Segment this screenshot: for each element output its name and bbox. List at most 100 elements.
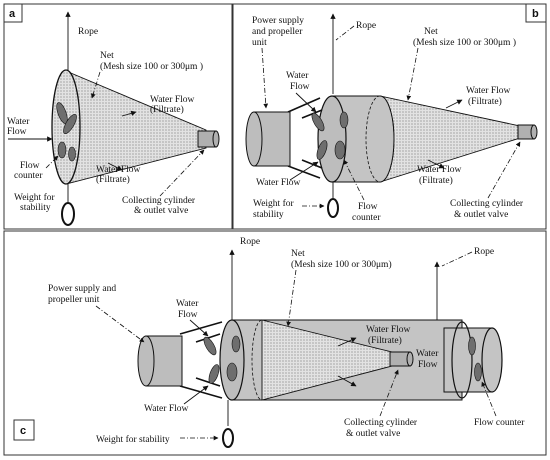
water-flow-top-label-2: Flow [178,310,198,320]
collecting-leader [159,149,205,197]
net-label: Net [100,51,114,61]
cylinder-back-ring [365,95,395,183]
panel-b-tag: b [532,8,539,20]
water-flow-top-arrow [295,92,317,113]
weight-label-2: stability [253,210,284,220]
rope-leader [335,25,355,41]
water-flow-top-label-2: Flow [290,82,310,92]
filtrate-top-arrow [337,337,357,347]
collecting-label: Collecting cylinder [344,418,418,428]
water-flow-right-label-2: Flow [418,360,438,370]
filtrate-bottom-label: Water Flow [417,165,461,175]
panel-a: a Rope Net (Mesh size 100 or 300μm ) Wat… [3,3,233,230]
water-flow-right-label: Water [416,349,439,359]
filtrate-top-arrow [445,99,463,109]
power-unit-label-2: and propeller [252,27,303,37]
collecting-cylinder-cap [406,351,414,367]
power-unit-label-2: propeller unit [48,295,100,305]
net-mesh-label: (Mesh size 100 or 300μm ) [100,61,203,72]
filtrate-top-label: Water Flow [466,86,510,96]
rope-label: Rope [78,27,98,37]
panel-a-tag-box [3,3,23,23]
net-leader [286,269,297,327]
power-unit-label: Power supply [252,16,304,26]
weight-icon [327,198,339,218]
power-unit-label: Power supply and [48,284,116,294]
filtrate-bottom-arrow [427,159,445,169]
weight-label: Weight for [14,192,55,203]
rear-cylinder-ring [451,321,473,399]
collecting-leader [379,369,399,417]
panel-a-tag: a [9,8,16,20]
weight-label: Weight for stability [96,434,170,445]
power-unit-leader [95,305,145,343]
rope-right-leader [441,251,473,267]
filtrate-bottom-label: Water Flow [96,165,140,175]
panel-b: b Rope P [232,3,547,230]
weight-icon [222,428,234,448]
frame-struts [287,97,323,179]
panel-b-tag-box [525,3,547,23]
filtrate-top-arrow [121,110,137,117]
panel-c: c Rope Rope [3,230,547,456]
net-label: Net [424,27,438,37]
main-cylinder-front [219,319,245,401]
filtrate-top-label-2: (Filtrate) [150,104,184,115]
flow-counter-label: Flow [358,202,378,212]
flow-counter-leader [481,381,497,417]
water-flow-bottom-label: Water Flow [144,404,188,414]
propeller-icon [56,102,77,162]
collecting-cylinder-cap [530,124,538,140]
water-flow-in-label-2: Flow [7,127,27,137]
flow-counter-leader [45,155,59,169]
water-flow-bottom-arrow [183,385,209,405]
net-leader [406,47,419,101]
water-flow-bottom-arrow [289,161,319,181]
flow-counter-label-2: counter [352,213,381,223]
filtrate-label: Water Flow [366,325,410,335]
collecting-label-2: & outlet valve [346,429,400,439]
collecting-label: Collecting cylinder [122,196,196,206]
water-flow-bottom-label: Water Flow [256,178,300,188]
filtrate-bottom-arrow [337,375,357,387]
flow-counter-label: Flow counter [474,418,525,428]
water-flow-top-arrow [189,319,209,337]
flow-counter-label: Flow [20,161,40,171]
filtrate-bottom-label-2: (Filtrate) [419,175,453,186]
flow-counter-icon [468,336,482,382]
weight-icon [61,202,75,226]
power-unit-label-3: unit [252,38,267,48]
collecting-label: Collecting cylinder [450,199,524,209]
water-flow-in-label: Water [7,117,30,127]
collecting-label-2: & outlet valve [454,210,508,220]
net-label: Net [291,249,305,259]
filtrate-bottom-arrow [107,162,123,171]
propeller-icon [203,335,241,384]
filtrate-bottom-label-2: (Filtrate) [96,174,130,185]
panel-c-tag: c [20,425,26,437]
collecting-leader [487,141,521,199]
net-mesh-label: (Mesh size 100 or 300μm) [291,259,392,270]
filtrate-top-label-2: (Filtrate) [468,96,502,107]
filtrate-top-label: Water Flow [150,95,194,105]
panel-c-tag-box [13,419,35,441]
rope-right-label: Rope [474,247,494,257]
filtrate-label-2: (Filtrate) [368,335,402,346]
net-mesh-label: (Mesh size 100 or 300μm ) [413,37,516,48]
flow-counter-label-2: counter [14,171,43,181]
power-unit-front [137,335,155,387]
rope-left-label: Rope [240,237,260,247]
water-flow-top-label: Water [286,71,309,81]
propeller-icon [311,111,349,160]
rope-label: Rope [356,21,376,31]
water-flow-top-label: Water [176,299,199,309]
power-unit-leader [261,47,269,109]
weight-label-2: stability [20,203,51,213]
weight-label: Weight for [253,198,294,209]
rear-cylinder-end [481,327,503,393]
collecting-cylinder-cap [212,130,220,148]
collecting-label-2: & outlet valve [134,206,188,216]
power-unit-front [245,111,263,167]
flow-counter-leader [343,159,365,201]
